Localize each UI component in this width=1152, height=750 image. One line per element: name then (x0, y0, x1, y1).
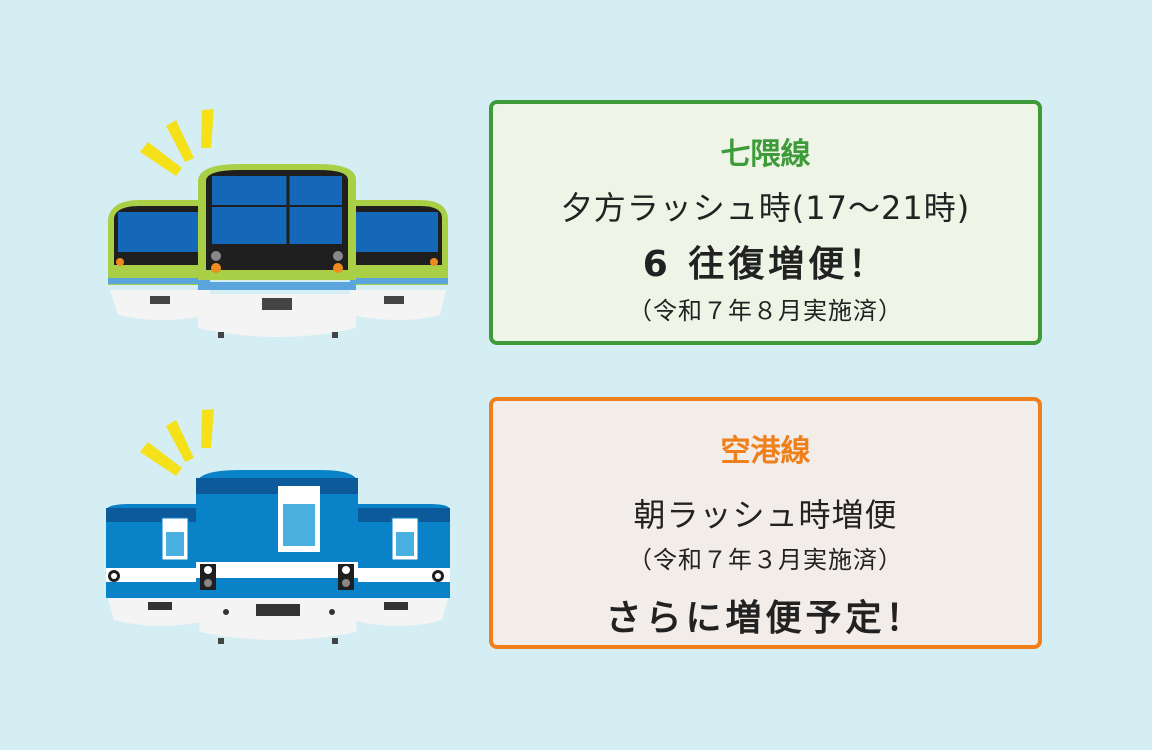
line-name: 七隈線 (720, 137, 811, 172)
line-name: 空港線 (720, 434, 811, 469)
increase-message: 6 往復増便！ (642, 244, 889, 285)
increase-message: さらに増便予定！ (605, 598, 926, 639)
implementation-note: （令和７年８月実施済） (628, 297, 903, 325)
kuko-line-trains-icon (106, 409, 450, 644)
implementation-note: （令和７年３月実施済） (628, 546, 903, 574)
nanakuma-line-trains-icon (108, 109, 448, 338)
right-train (350, 200, 448, 320)
center-train (196, 470, 358, 644)
nanakuma-line-card: 七隈線 夕方ラッシュ時(17〜21時) 6 往復増便！ （令和７年８月実施済） (489, 100, 1042, 345)
left-train (106, 504, 210, 626)
kuko-line-card: 空港線 朝ラッシュ時増便 （令和７年３月実施済） さらに増便予定！ (489, 397, 1042, 649)
spark-icon (140, 109, 214, 176)
center-train (198, 164, 356, 338)
service-period: 朝ラッシュ時増便 (633, 496, 898, 534)
left-train (108, 200, 210, 320)
right-train (350, 504, 450, 626)
spark-icon (140, 409, 214, 476)
service-period: 夕方ラッシュ時(17〜21時) (560, 189, 971, 227)
